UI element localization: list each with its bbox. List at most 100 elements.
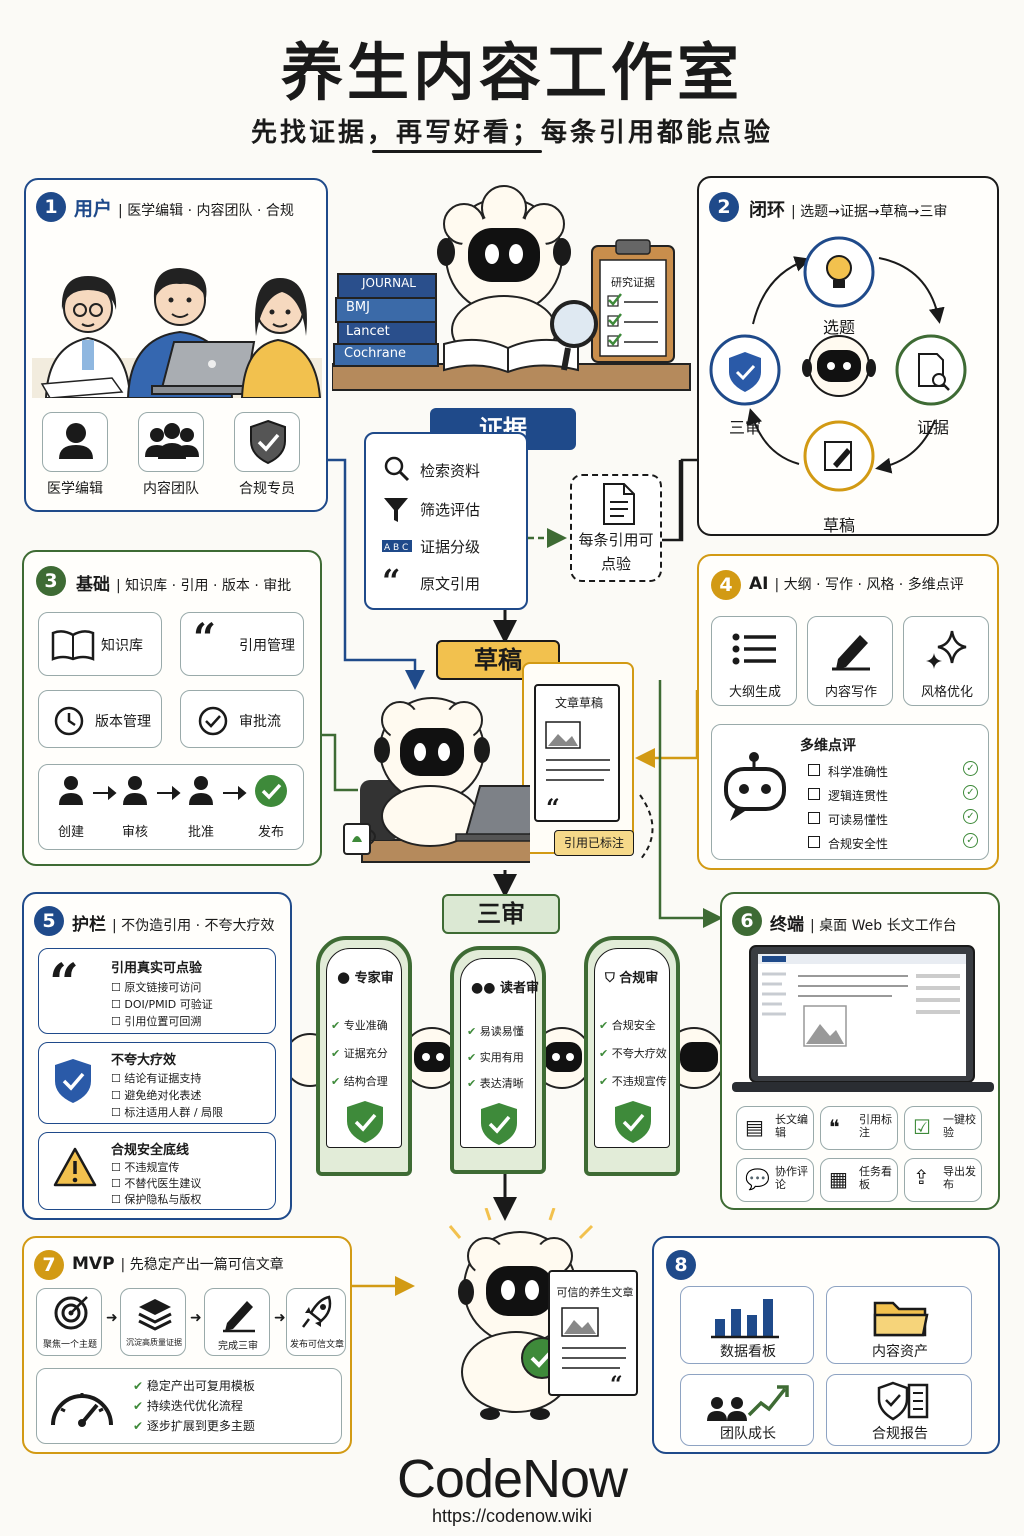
flow-step: 审核 [121,825,148,840]
sheep-mascot [290,1027,720,1089]
team-icon: ●● [471,980,496,996]
users-illustration [32,268,322,398]
evidence-box [364,432,528,610]
outcome-tile: 内容资产 [826,1286,972,1364]
outcome-label: 合规报告 [872,1426,928,1442]
brand-url[interactable]: https://codenow.wiki [431,1506,593,1526]
panel-title-main: 用户 [74,198,113,220]
svg-text:“: “ [610,1372,623,1394]
final-doc-title: 可信的养生文章 [556,1286,634,1299]
check-icon: ✓ [963,809,978,824]
loop-node-label: 证据 [916,418,949,437]
filter-icon [384,498,408,522]
feature-card: 版本管理 [38,690,162,748]
speedometer-icon [51,1393,113,1427]
outcome-tile: 合规报告 [826,1374,972,1446]
subtitle-underline [372,150,542,153]
page-subtitle: 先找证据，再写好看；每条引用都能点验 [250,118,773,148]
loop-node-label: 选题 [822,318,855,337]
guardrail-item: ☐ 标注适用人群 / 局限 [111,1106,224,1119]
mvp-goal: ✔ 逐步扩展到更多主题 [133,1419,255,1433]
board-item: ✔ 实用有用 [467,1051,524,1064]
board-item: ✔ 专业准确 [331,1019,388,1032]
verify-note-text: 每条引用可点验 [578,531,654,573]
final-document: 可信的养生文章 “ [548,1270,638,1396]
feature-card: 审批流 [180,690,304,748]
shield-check-icon [729,352,761,392]
panel-title-sub: 医学编辑 · 内容团队 · 合规 [127,203,294,219]
svg-text:C: C [402,543,408,553]
team-growth-icon [707,1385,789,1421]
panel-mvp: 7 MVP| 先稳定产出一篇可信文章 聚焦一个主题 ➜ 沉淀高质量证据 ➜ 完成… [22,1236,352,1454]
history-icon [54,706,84,736]
guardrail-item-text: 结论有证据支持 [124,1072,202,1085]
feature-card: 知识库 [38,612,162,676]
book-label: BMJ [346,300,370,315]
shield-check-icon [55,1059,91,1103]
panel-number: 3 [36,566,66,596]
mvp-step-label: 发布可信文章 [289,1340,344,1350]
draft-badge: 引用已标注 [554,830,634,856]
board-item: ✔ 证据充分 [331,1047,388,1060]
shield-check-icon [250,419,286,465]
approve-check-icon [198,706,228,736]
feature-label: 版本管理 [95,714,151,730]
feature-card: “ 引用管理 [180,612,304,676]
coffee-cup-icon [343,823,376,855]
panel-foundation: 3 基础| 知识库 · 引用 · 版本 · 审批 知识库 “ 引用管理 版本管理… [22,550,322,866]
feature-label: 引用管理 [239,638,295,654]
review-item: 可读易懂性 [828,813,889,827]
sparkle-icon [926,630,967,669]
panel-guardrails: 5 护栏| 不伪造引用 · 不夸大疗效 “ 引用真实可点验 ☐ 原文链接可访问 … [22,892,292,1220]
guardrail-item-text: 引用位置可回溯 [124,1015,202,1028]
evidence-step: 证据分级 [420,538,481,556]
panel-outcomes: 8 数据看板 内容资产 团队成长 合规报告 [652,1236,1000,1454]
book-label: Lancet [346,324,390,339]
guardrail-item-text: 原文链接可访问 [124,981,202,994]
chat-bot-icon [724,752,786,821]
guardrail-item: ☐ DOI/PMID 可验证 [111,998,213,1011]
terminal-tile-label: 协作评论 [775,1165,808,1191]
guardrail-item: ☐ 不违规宣传 [111,1161,180,1174]
outcome-label: 内容资产 [872,1344,928,1360]
person-icon: ● [337,968,351,986]
guardrail-title: 合规安全底线 [111,1143,190,1158]
panel-number: 6 [732,906,762,936]
board-item-text: 不违规宣传 [611,1075,667,1088]
flow-step: 创建 [57,825,84,840]
panel-title-main: AI [749,574,769,594]
panel-number: 8 [666,1250,696,1280]
shield-check-icon [481,1103,517,1145]
terminal-tile-label: 一键校验 [943,1113,976,1139]
terminal-tile: ▤长文编辑 [736,1106,814,1150]
role-label: 合规专员 [239,481,295,497]
ai-tool-card: 内容写作 [807,616,893,706]
panel-title-main: MVP [72,1254,115,1274]
draft-doc-title: 文章草稿 [554,696,603,710]
journal-books [333,273,439,367]
panel-title-sub: 大纲 · 写作 · 风格 · 多维点评 [783,577,964,593]
review-title: 多维点评 [800,738,856,754]
guardrail-item: ☐ 引用位置可回溯 [111,1015,202,1028]
review-board-compliance: ⛉ 合规审 ✔ 合规安全 ✔ 不夸大疗效 ✔ 不违规宣传 [584,936,680,1176]
mvp-step: 发布可信文章 [286,1288,346,1356]
guardrail-title: 引用真实可点验 [111,961,203,976]
svg-text:“: “ [546,793,560,820]
guardrail-card: 合规安全底线 ☐ 不违规宣传 ☐ 不替代医生建议 ☐ 保护隐私与版权 [38,1132,276,1210]
board-item-text: 合规安全 [611,1019,656,1032]
board-item: ✔ 易读易懂 [467,1025,524,1038]
flow-step: 发布 [257,825,284,840]
board-item: ✔ 表达清晰 [467,1077,524,1090]
ai-tool-card: 风格优化 [903,616,989,706]
panel-loop: 2 闭环| 选题→证据→草稿→三审 选题 证据 草稿 三审 [697,176,999,536]
book-label: JOURNAL [362,276,416,290]
mvp-step-label: 聚焦一个主题 [42,1340,97,1350]
draft-document: 文章草稿 “ [534,684,620,822]
svg-text:“: “ [382,562,400,600]
person-icon [59,423,93,459]
panel-number: 7 [34,1250,64,1280]
loop-node-label: 三审 [728,418,761,437]
panel-title-sub: 桌面 Web 长文工作台 [819,918,957,934]
target-icon [54,1296,88,1330]
mvp-step: 沉淀高质量证据 [120,1288,186,1356]
